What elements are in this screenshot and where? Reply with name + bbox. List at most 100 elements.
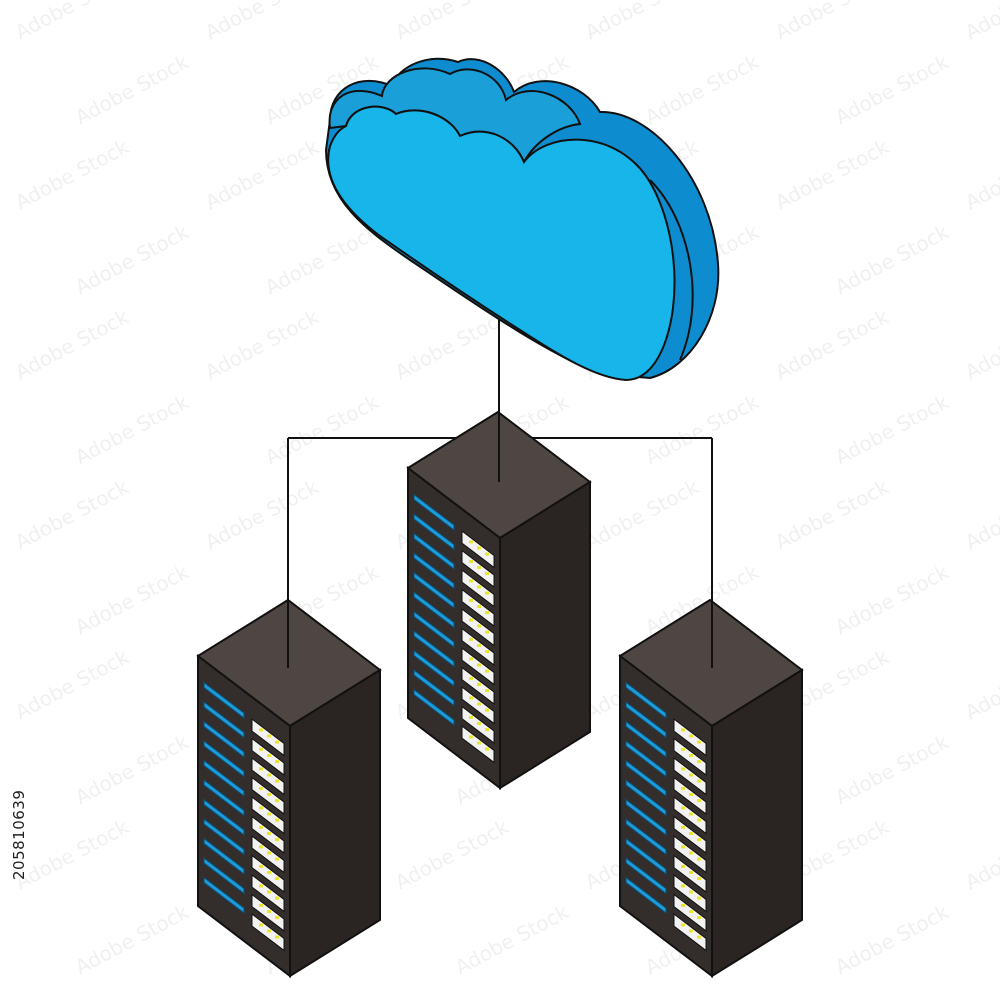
drive-bay [625, 701, 667, 739]
watermark-text: Adobe Stock [961, 134, 1000, 214]
cloud-icon [324, 57, 720, 382]
watermark-text: Adobe Stock [581, 474, 703, 554]
watermark-text: Adobe Stock [961, 304, 1000, 384]
status-led [275, 916, 279, 920]
status-led [697, 779, 701, 783]
drive-bay [413, 688, 455, 727]
watermark-text: Adobe Stock [831, 49, 953, 129]
watermark-text: Adobe Stock [11, 644, 133, 724]
status-led [689, 793, 693, 796]
drive-bay [203, 857, 245, 895]
status-led [681, 786, 685, 790]
server-side [499, 480, 591, 790]
status-led [469, 715, 473, 719]
drive-bay [625, 779, 667, 817]
drive-bay [203, 701, 245, 739]
status-led [477, 624, 481, 628]
watermark-text: Adobe Stock [771, 134, 893, 214]
watermark-text: Adobe Stock [11, 814, 133, 894]
drive-bay [413, 493, 455, 532]
stock-image-id: 205810639 [10, 789, 28, 880]
status-led [469, 676, 473, 680]
drive-bay [413, 610, 455, 649]
status-led [267, 851, 271, 855]
watermark-text: Adobe Stock [201, 474, 323, 554]
status-led [275, 760, 279, 764]
status-led [681, 864, 685, 868]
status-led [689, 890, 693, 894]
drive-bay [625, 798, 667, 837]
connector-endpoints [287, 412, 713, 668]
status-led [485, 708, 489, 712]
status-led [275, 857, 279, 861]
status-led [259, 767, 263, 771]
status-led [697, 857, 701, 861]
watermark-text: Adobe Stock [71, 49, 193, 129]
watermark-text: Adobe Stock [261, 219, 383, 299]
watermark-text: Adobe Stock [831, 729, 953, 809]
status-led [681, 728, 685, 732]
watermark-text: Adobe Stock [11, 304, 133, 384]
status-led [469, 696, 473, 700]
status-led [267, 871, 271, 874]
status-led [477, 644, 481, 647]
status-led [477, 741, 481, 745]
status-led [485, 728, 489, 732]
status-led [681, 884, 685, 888]
status-led [267, 890, 271, 894]
drive-bay [625, 681, 667, 720]
watermark-text: Adobe Stock [641, 49, 763, 129]
watermark-text: Adobe Stock [831, 899, 953, 979]
cloud-front [327, 105, 676, 382]
drive-bay [413, 571, 455, 610]
status-led [275, 896, 279, 900]
status-led [689, 910, 693, 913]
drive-bay [203, 798, 245, 837]
status-led [469, 618, 473, 622]
status-led [689, 929, 693, 933]
status-led [469, 637, 473, 641]
watermark-text: Adobe Stock [391, 814, 513, 894]
watermark-text: Adobe Stock [451, 899, 573, 979]
status-led [477, 585, 481, 589]
server-rack-right [618, 598, 804, 979]
status-led [267, 754, 271, 757]
status-led [485, 669, 489, 673]
status-led [259, 903, 263, 907]
status-led [697, 818, 701, 822]
watermark-text: Adobe Stock [961, 644, 1000, 724]
drive-bay [203, 740, 245, 778]
server-rack-left [196, 598, 382, 979]
status-led [697, 916, 701, 920]
drive-bay [203, 720, 245, 759]
status-led [275, 799, 279, 803]
status-led [697, 877, 701, 881]
watermark-text: Adobe Stock [831, 219, 953, 299]
status-led [469, 559, 473, 563]
status-led [697, 935, 701, 939]
status-led [485, 650, 489, 654]
status-led [477, 566, 481, 569]
server-side [711, 668, 803, 978]
drive-bay [413, 552, 455, 590]
status-led [477, 722, 481, 725]
status-led [275, 877, 279, 881]
status-led [485, 572, 489, 576]
status-led [275, 740, 279, 744]
status-led [697, 760, 701, 764]
status-led [697, 799, 701, 803]
status-led [485, 747, 489, 751]
drive-bay [203, 876, 245, 915]
watermark-text: Adobe Stock [771, 304, 893, 384]
status-led [469, 657, 473, 661]
status-led [259, 864, 263, 868]
status-led [697, 896, 701, 900]
drive-bay [413, 532, 455, 571]
watermark-text: Adobe Stock [641, 389, 763, 469]
status-led [689, 832, 693, 835]
status-led [689, 851, 693, 855]
watermark-text: Adobe Stock [581, 0, 703, 44]
status-led [689, 871, 693, 874]
status-led [485, 591, 489, 595]
